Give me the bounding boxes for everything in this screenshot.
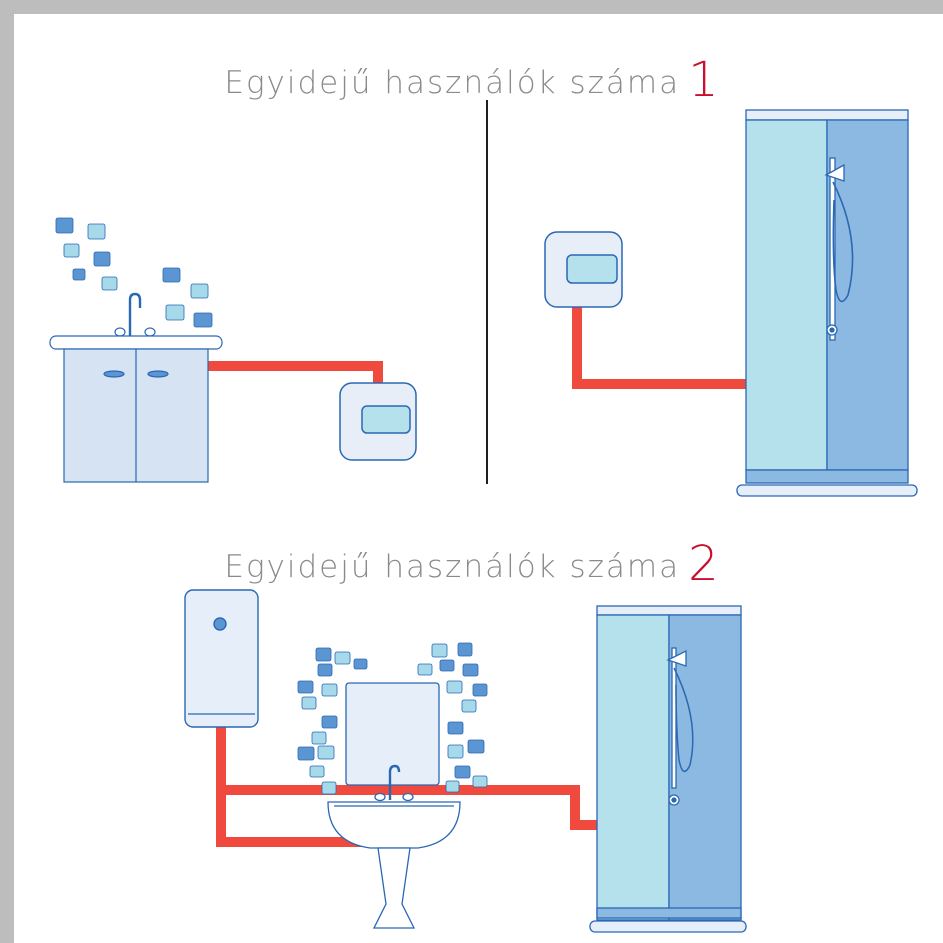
- instant-water-heater-icon: [339, 382, 417, 461]
- shower-cabin-icon: [589, 605, 747, 933]
- pipe-heater-to-shower: [572, 307, 748, 389]
- scene-2-user-count: 2: [688, 536, 719, 592]
- frame-top: [0, 0, 943, 14]
- shower-cabin-icon: [736, 109, 918, 497]
- scene-1-user-count: 1: [688, 52, 719, 108]
- pipe-vanity-to-heater: [208, 361, 383, 384]
- pedestal-sink-icon: [327, 764, 461, 929]
- storage-water-heater-icon: [184, 589, 259, 728]
- frame-left: [0, 0, 14, 943]
- scene-2-title-label: Egyidejű használók száma: [224, 549, 681, 585]
- wall-tiles-icon: [297, 642, 488, 795]
- wall-tiles-icon: [55, 217, 213, 328]
- instant-water-heater-icon: [544, 231, 623, 308]
- mirror-icon: [345, 682, 440, 786]
- scene-1-title-label: Egyidejű használók száma: [224, 65, 681, 101]
- vanity-sink-icon: [49, 292, 223, 483]
- pipes-scene-2: [216, 725, 598, 847]
